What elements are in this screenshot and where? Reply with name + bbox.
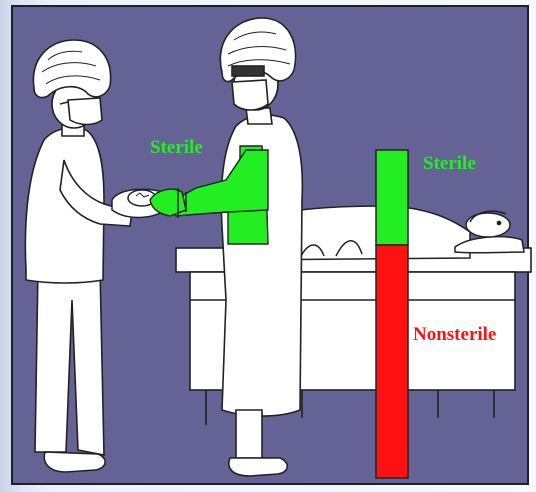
nonsterile-label-bar: Nonsterile: [413, 324, 496, 345]
sterile-label-bar: Sterile: [423, 153, 476, 174]
sterile-label-left: Sterile: [150, 137, 203, 158]
nonsterile-zone-segment: [376, 245, 408, 478]
sterile-zone-segment: [376, 150, 408, 245]
sterility-zone-bar: [376, 150, 408, 478]
